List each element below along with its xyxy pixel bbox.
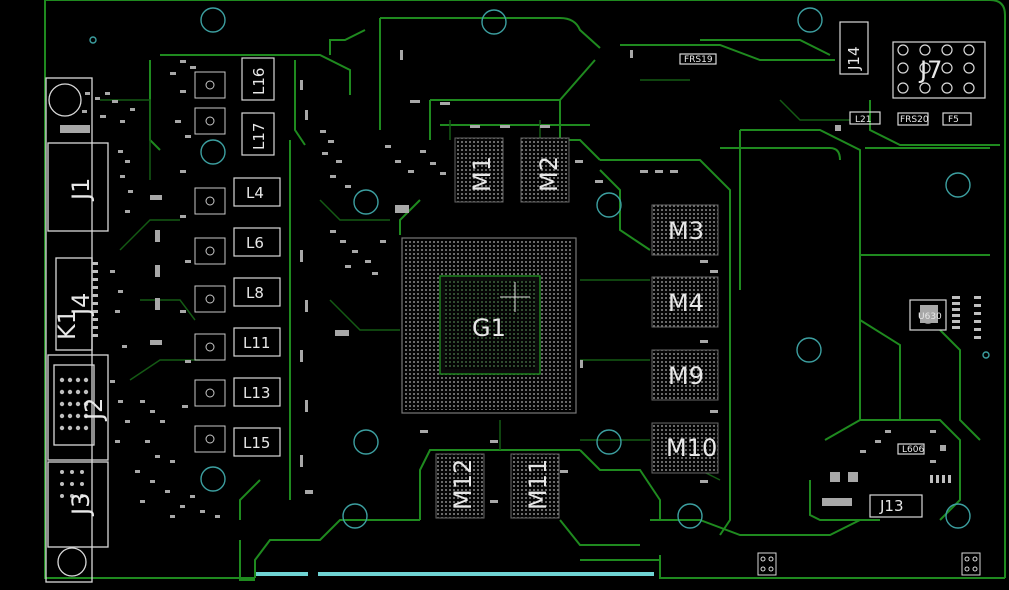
label-frs19: FRS19 [684, 55, 713, 65]
j4-pin-strip [92, 262, 98, 337]
label-j13: J13 [879, 497, 904, 515]
passive-components [60, 50, 946, 518]
label-m3: M3 [668, 217, 704, 245]
left-io-connectors [45, 77, 109, 583]
label-m12: M12 [449, 459, 477, 510]
label-l8: L8 [246, 284, 264, 302]
label-k1: K1 [53, 309, 81, 340]
label-l15: L15 [243, 434, 270, 452]
vrm-inductors [233, 57, 281, 457]
label-j4: J4 [67, 293, 95, 317]
label-m10: M10 [666, 434, 717, 462]
label-m11: M11 [524, 459, 552, 510]
label-l17: L17 [250, 123, 268, 150]
j2-pin-grid [59, 377, 89, 498]
silkscreen-labels: G1 M1 M2 M3 M4 M9 M10 M11 M12 J1 J2 J3 J… [53, 46, 959, 517]
label-l16: L16 [250, 68, 268, 95]
bottom-right-connectors [757, 552, 981, 576]
vrm-mosfets [194, 71, 226, 453]
label-l13: L13 [243, 384, 270, 402]
label-j3: J3 [67, 493, 95, 517]
label-j2: J2 [80, 398, 108, 422]
label-l11: L11 [243, 334, 270, 352]
gpu-package [401, 237, 577, 414]
label-m4: M4 [668, 289, 704, 317]
label-j1: J1 [67, 178, 95, 202]
label-l6: L6 [246, 234, 264, 252]
label-g1: G1 [472, 314, 506, 342]
label-l4: L4 [246, 184, 264, 202]
label-l21: L21 [855, 115, 871, 125]
right-components [679, 21, 986, 518]
secondary-traces [100, 79, 850, 481]
mounting-holes [89, 7, 990, 529]
label-m2: M2 [535, 156, 563, 192]
label-frs20: FRS20 [900, 115, 929, 125]
label-m9: M9 [668, 362, 704, 390]
j7-pin-holes [897, 44, 975, 324]
label-f5: F5 [948, 115, 959, 125]
label-l606: L606 [902, 445, 924, 455]
label-j7: J7 [918, 56, 942, 84]
copper-traces [44, 0, 1006, 581]
label-m1: M1 [468, 156, 496, 192]
u630-pads [930, 296, 981, 483]
pcie-edge-connector [256, 572, 654, 576]
label-j14: J14 [845, 46, 863, 71]
memory-chips [435, 137, 719, 519]
label-u630: U630 [918, 312, 942, 322]
